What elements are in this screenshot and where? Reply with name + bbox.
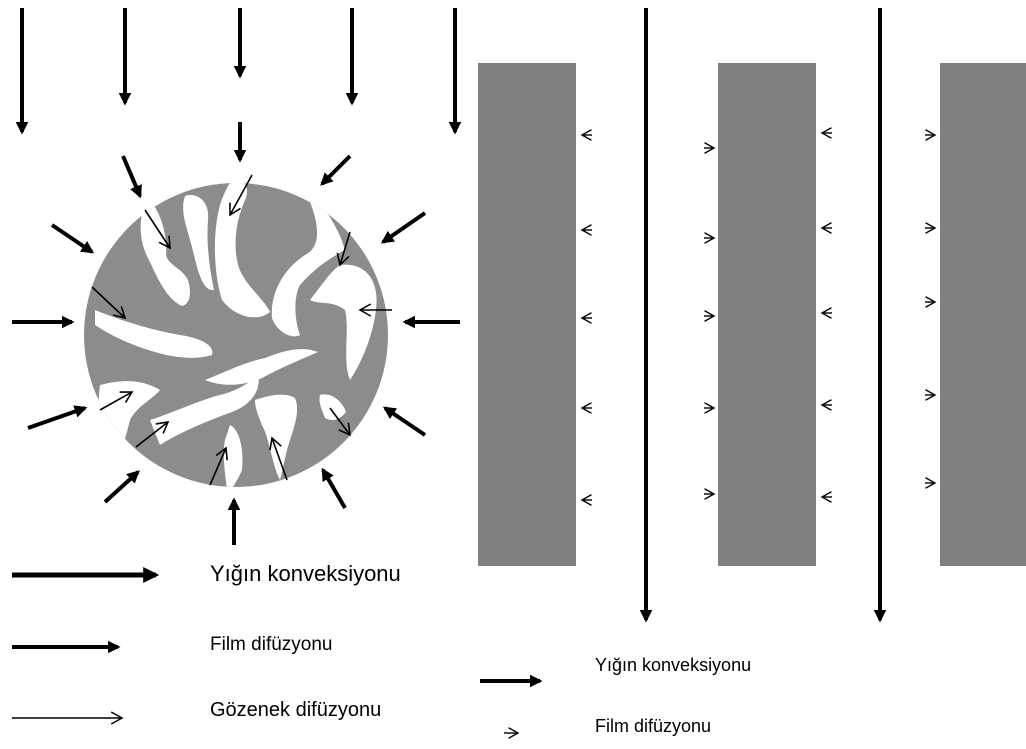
legend-label-pore-diffusion: Gözenek difüzyonu	[210, 699, 381, 722]
plate	[940, 63, 1026, 566]
film-arrow	[383, 213, 425, 242]
porous-particle	[84, 179, 388, 495]
film-arrow	[323, 470, 345, 508]
plate	[478, 63, 576, 566]
film-arrow	[322, 156, 350, 184]
film-arrow	[385, 408, 425, 435]
film-arrow	[105, 472, 138, 502]
bulk-convection-arrows-left	[22, 8, 455, 132]
film-arrow	[52, 225, 92, 252]
legend-label-bulk-convection-right: Yığın konveksiyonu	[595, 655, 751, 676]
legend-label-film-diffusion-right: Film difüzyonu	[595, 716, 711, 737]
film-arrow	[28, 408, 85, 428]
legend-label-bulk-convection-left: Yığın konveksiyonu	[210, 561, 401, 587]
film-arrow	[123, 156, 140, 196]
plate	[718, 63, 816, 566]
legend-label-film-diffusion-left: Film difüzyonu	[210, 634, 333, 656]
